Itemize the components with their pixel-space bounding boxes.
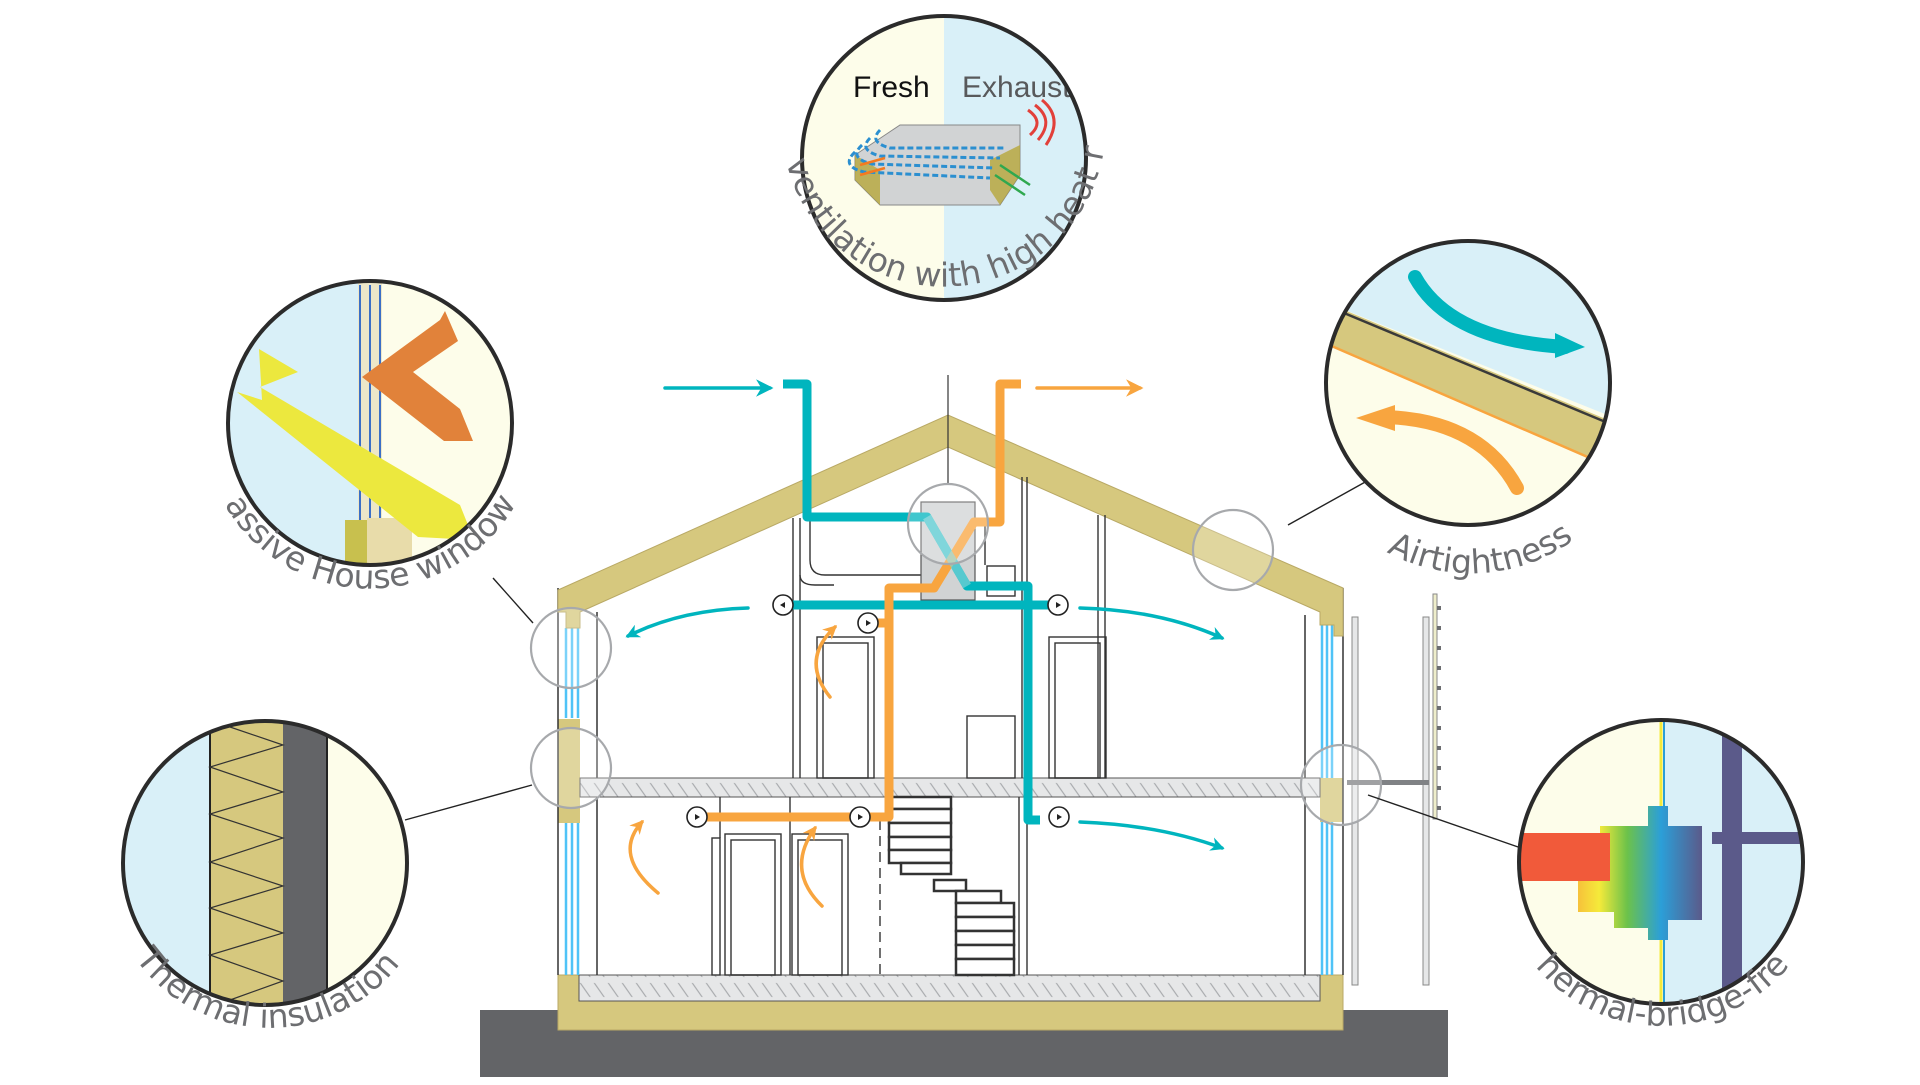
leader-lines <box>404 475 1522 849</box>
ground-floor-slab <box>578 974 1321 1002</box>
marker-thermal-bridge <box>1299 743 1383 827</box>
inside-airflow-arrow-icon <box>1378 410 1524 495</box>
fresh-label: Fresh <box>853 71 930 104</box>
solar-gain-arrow-icon <box>237 349 474 540</box>
detail-markers <box>529 482 1383 827</box>
right-wall-insulation <box>1320 778 1343 822</box>
callout-airtightness: Airtightness <box>1324 239 1612 582</box>
marker-airtightness <box>1191 508 1275 592</box>
callout-windows: Passive House windows <box>0 0 523 597</box>
staircase <box>887 795 1016 977</box>
callout-ventilation-border <box>800 14 1088 302</box>
balcony <box>1347 593 1441 986</box>
roof-insulation <box>557 414 1344 637</box>
upper-floor-slab <box>579 777 1321 798</box>
heat-retained-arrow-icon <box>362 311 473 441</box>
exhaust-label: Exhaust <box>962 71 1071 104</box>
house-section <box>404 375 1522 1077</box>
callout-ventilation: Fresh Exhaust Comfort ventilation with h… <box>0 0 1112 302</box>
insulation-zigzag <box>208 726 285 1001</box>
lower-interior-walls <box>711 797 1028 976</box>
marker-ventilation <box>906 482 990 566</box>
callout-insulation: Thermal insulation <box>121 719 409 1036</box>
marker-insulation <box>529 726 613 810</box>
left-upper-window <box>564 628 580 718</box>
left-lower-window <box>564 823 580 975</box>
right-lower-window <box>1320 822 1334 975</box>
outside-airflow-arrow-icon <box>1408 270 1572 354</box>
airflow-arrows <box>625 379 1225 908</box>
right-upper-window <box>1320 625 1334 778</box>
left-wall-insulation <box>558 719 580 823</box>
marker-window <box>529 606 613 690</box>
